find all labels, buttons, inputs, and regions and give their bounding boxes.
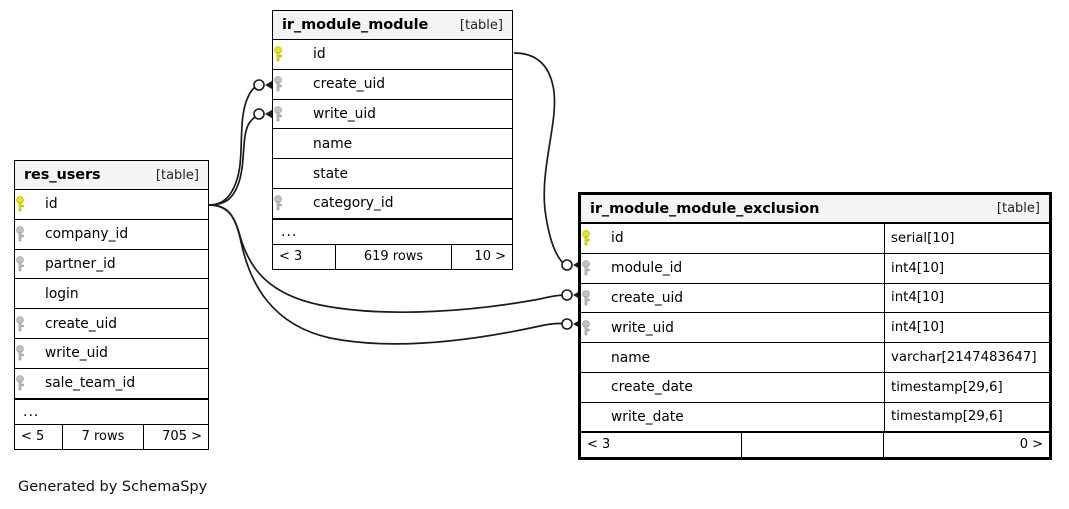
no-key-spacer xyxy=(581,343,603,372)
footer-prev-link[interactable]: < 5 xyxy=(21,429,45,445)
footer-prev-link[interactable]: < 3 xyxy=(279,249,303,265)
column-type: int4[10] xyxy=(884,313,1049,343)
footer-prev-link[interactable]: < 3 xyxy=(587,437,611,453)
no-key-spacer xyxy=(581,373,603,402)
no-key-spacer xyxy=(581,403,603,431)
column-row-category_id[interactable]: category_id xyxy=(273,188,512,219)
column-row-create_uid[interactable]: create_uid int4[10] xyxy=(581,283,1049,314)
foreign-key-icon xyxy=(273,100,295,129)
column-row-state[interactable]: state xyxy=(273,159,512,189)
column-type: serial[10] xyxy=(884,224,1049,253)
no-key-spacer xyxy=(273,129,295,158)
foreign-key-icon xyxy=(581,284,603,313)
foreign-key-icon xyxy=(15,250,37,279)
column-name: write_uid xyxy=(313,105,376,122)
primary-key-icon xyxy=(15,190,37,219)
foreign-key-icon xyxy=(581,313,603,342)
column-row-write_uid[interactable]: write_uid xyxy=(273,99,512,130)
column-type: int4[10] xyxy=(884,283,1049,313)
table-type-tag: [table] xyxy=(459,17,503,33)
table-header-ir_module_module: ir_module_module [table] xyxy=(273,11,512,40)
column-name: id xyxy=(45,196,58,213)
column-row-create_uid[interactable]: create_uid xyxy=(15,309,208,339)
column-type: int4[10] xyxy=(884,253,1049,283)
relationship-res_users-id-to-ir_module_module-write_uid xyxy=(208,107,277,206)
table-title: ir_module_module_exclusion xyxy=(590,200,820,217)
footer-next-link[interactable]: 10 > xyxy=(474,249,506,265)
table-title: ir_module_module xyxy=(282,17,429,33)
relationship-ir_module_module-id-to-ir_module_module_exclusion-module_id xyxy=(513,52,585,272)
primary-key-icon xyxy=(581,224,603,253)
column-name: login xyxy=(45,285,79,302)
column-row-module_id[interactable]: module_id int4[10] xyxy=(581,253,1049,284)
column-row-create_uid[interactable]: create_uid xyxy=(273,69,512,100)
no-key-spacer xyxy=(273,159,295,188)
foreign-key-icon xyxy=(15,309,37,338)
column-type: timestamp[29,6] xyxy=(884,402,1049,431)
column-row-partner_id[interactable]: partner_id xyxy=(15,249,208,280)
footer-row-count: 619 rows xyxy=(335,244,452,269)
column-row-company_id[interactable]: company_id xyxy=(15,219,208,250)
table-res_users[interactable]: res_users [table] id company_id partner_… xyxy=(14,160,209,450)
table-type-tag: [table] xyxy=(155,167,199,183)
column-row-login[interactable]: login xyxy=(15,279,208,310)
footer-next-link[interactable]: 705 > xyxy=(162,429,202,445)
column-row-name[interactable]: name xyxy=(273,129,512,160)
table-title: res_users xyxy=(24,167,101,183)
generated-by-caption: Generated by SchemaSpy xyxy=(18,479,208,495)
column-name: sale_team_id xyxy=(45,375,136,392)
column-row-write_uid[interactable]: write_uid xyxy=(15,338,208,369)
foreign-key-icon xyxy=(581,254,603,283)
foreign-key-icon xyxy=(15,369,37,398)
table-type-tag: [table] xyxy=(996,201,1040,216)
column-row-write_date[interactable]: write_date timestamp[29,6] xyxy=(581,402,1049,433)
footer-row-count: 7 rows xyxy=(62,424,144,449)
column-row-sale_team_id[interactable]: sale_team_id xyxy=(15,368,208,399)
column-row-create_date[interactable]: create_date timestamp[29,6] xyxy=(581,372,1049,403)
column-row-write_uid[interactable]: write_uid int4[10] xyxy=(581,313,1049,344)
column-name: create_date xyxy=(611,379,693,396)
primary-key-icon xyxy=(273,40,295,69)
column-name: create_uid xyxy=(45,315,118,332)
column-name: module_id xyxy=(611,260,683,277)
column-row-id[interactable]: id xyxy=(273,40,512,70)
more-columns-indicator: ... xyxy=(273,218,512,245)
column-name: name xyxy=(313,135,353,152)
column-row-name[interactable]: name varchar[2147483647] xyxy=(581,343,1049,373)
relationship-res_users-id-to-ir_module_module-create_uid xyxy=(208,78,277,206)
footer-row-count xyxy=(741,432,884,457)
table-header-ir_module_module_exclusion: ir_module_module_exclusion [table] xyxy=(581,195,1049,224)
foreign-key-icon xyxy=(273,189,295,218)
table-footer-res_users: < 5 7 rows 705 > xyxy=(15,424,208,449)
column-name: id xyxy=(313,46,326,63)
column-name: id xyxy=(611,230,624,247)
no-key-spacer xyxy=(15,279,37,308)
table-footer-ir_module_module: < 3 619 rows 10 > xyxy=(273,244,512,269)
table-footer-ir_module_module_exclusion: < 3 0 > xyxy=(581,432,1049,457)
column-row-id[interactable]: id xyxy=(15,190,208,220)
table-header-res_users: res_users [table] xyxy=(15,161,208,190)
table-ir_module_module[interactable]: ir_module_module [table] id create_uid w… xyxy=(272,10,513,270)
column-type: timestamp[29,6] xyxy=(884,372,1049,402)
foreign-key-icon xyxy=(15,220,37,249)
column-name: create_uid xyxy=(313,76,386,93)
column-name: write_date xyxy=(611,408,684,425)
foreign-key-icon xyxy=(15,339,37,368)
footer-next-link[interactable]: 0 > xyxy=(1019,437,1043,453)
column-name: company_id xyxy=(45,226,129,243)
more-columns-indicator: ... xyxy=(15,398,208,425)
column-name: category_id xyxy=(313,195,394,212)
column-row-id[interactable]: id serial[10] xyxy=(581,224,1049,254)
foreign-key-icon xyxy=(273,70,295,99)
column-name: state xyxy=(313,165,348,182)
column-name: create_uid xyxy=(611,289,684,306)
column-name: write_uid xyxy=(45,345,108,362)
table-ir_module_module_exclusion[interactable]: ir_module_module_exclusion [table] id se… xyxy=(578,192,1052,460)
column-name: write_uid xyxy=(611,319,674,336)
column-name: partner_id xyxy=(45,255,116,272)
column-name: name xyxy=(611,349,651,366)
column-type: varchar[2147483647] xyxy=(884,343,1049,372)
